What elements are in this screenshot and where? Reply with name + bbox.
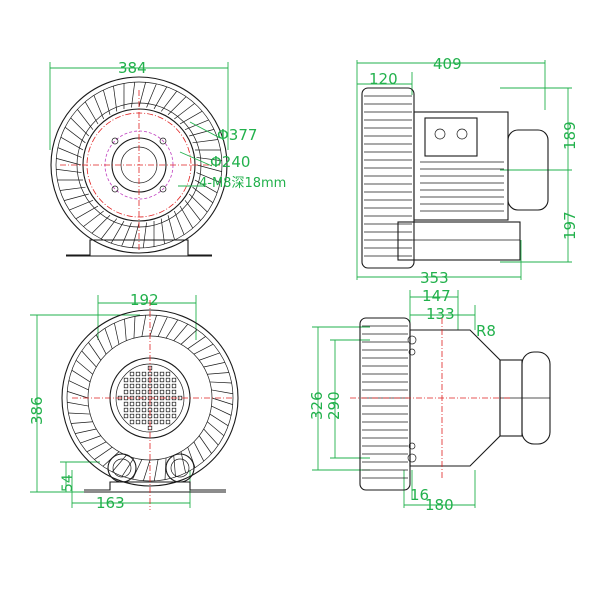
inlet-port <box>107 453 137 483</box>
dim-192-label: 192 <box>130 291 159 309</box>
blower-housing-side <box>361 87 415 269</box>
thread-label: 4-M8深18mm <box>199 176 286 191</box>
dim-16-label: 16 <box>410 486 429 504</box>
dim-147-label: 147 <box>422 287 451 305</box>
dim-189-label: 189 <box>561 121 579 150</box>
cooling-fins <box>56 82 222 248</box>
dim-133-label: 133 <box>426 305 455 323</box>
terminal-box <box>424 117 478 157</box>
plan-view-bottom: 147 133 R8 326 290 16 180 <box>308 287 551 514</box>
base-feet <box>66 239 212 256</box>
dim-54-label: 54 <box>60 474 76 492</box>
side-view-top: 409 120 189 197 353 <box>356 55 579 287</box>
blower-base <box>397 221 521 261</box>
dim-384-label: 384 <box>118 59 147 77</box>
outer-diameter-label: Φ377 <box>217 126 257 144</box>
dim-353-label: 353 <box>420 269 449 287</box>
dim-386-label: 386 <box>28 396 46 425</box>
dim-120-label: 120 <box>369 70 398 88</box>
dim-180-label: 180 <box>425 496 454 514</box>
dim-326-label: 326 <box>308 391 326 420</box>
dim-409-label: 409 <box>433 55 462 73</box>
motor-fan-cover <box>507 129 549 211</box>
front-view-top: 384 Φ377 Φ240 4-M8深18mm <box>49 59 286 257</box>
front-view-bottom: 192 386 54 163 <box>28 291 239 512</box>
bolt-circle-label: Φ240 <box>210 153 250 171</box>
outlet-port <box>165 453 195 483</box>
housing-outer-ring <box>61 309 239 487</box>
dim-197-label: 197 <box>561 211 579 240</box>
housing-outer-ring <box>50 76 228 254</box>
dim-163-label: 163 <box>96 494 125 512</box>
dim-290-label: 290 <box>325 391 343 420</box>
blower-housing-plan <box>359 317 411 491</box>
radius-label: R8 <box>476 322 496 340</box>
